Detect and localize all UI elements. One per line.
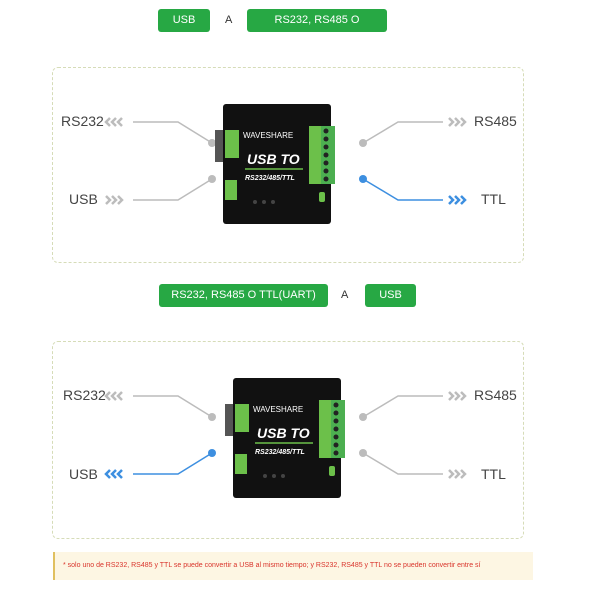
terminal-label (319, 400, 331, 458)
terminal-screw (323, 152, 329, 158)
connector-line (362, 178, 443, 201)
terminal-screw (323, 128, 329, 134)
serial-pill: RS232, RS485 O TTL(UART) (247, 9, 387, 49)
connector-line (133, 452, 213, 475)
led-indicator (272, 474, 276, 478)
connector-line (362, 395, 443, 418)
chevron-icon (110, 117, 117, 127)
rs232-label-plate (235, 404, 249, 432)
chevron-icon (448, 391, 455, 401)
diagram-usb-to-serial: RS232 USB RS485 TTL WAVESHARE USB TO RS232… (52, 67, 524, 263)
device-title: USB TO (257, 425, 310, 441)
switch (319, 192, 325, 202)
chevron-icon (117, 195, 124, 205)
rs232-label-plate (225, 130, 239, 158)
usb-label-plate (235, 454, 247, 474)
terminal-screw (323, 136, 329, 142)
chevron-icon (460, 117, 467, 127)
led-indicator (253, 200, 257, 204)
connector-dot (208, 413, 216, 421)
diagram-serial-to-usb: RS232 USB RS485 TTL WAVESHARE USB TO RS232… (52, 341, 524, 539)
connector-line (133, 395, 213, 418)
label-rs232: RS232 (61, 113, 104, 129)
usb-pill: USB (158, 9, 210, 32)
terminal-screw (323, 168, 329, 174)
label-ttl: TTL (481, 466, 506, 482)
connector-dot (359, 413, 367, 421)
chevron-icon (454, 469, 461, 479)
connector-dot (208, 175, 216, 183)
switch (329, 466, 335, 476)
connector-line (133, 178, 213, 201)
terminal-screw (333, 402, 339, 408)
connector-line (133, 121, 213, 144)
usb-pill: USB (365, 284, 416, 307)
connector-a: A (225, 14, 233, 26)
led-indicator (281, 474, 285, 478)
chevron-icon (104, 469, 111, 479)
connector-dot (208, 139, 216, 147)
chevron-icon (116, 391, 123, 401)
connector-dot (359, 449, 367, 457)
led-indicator (271, 200, 275, 204)
terminal-screw (333, 418, 339, 424)
terminal-screw (333, 426, 339, 432)
chevron-icon (104, 117, 111, 127)
usb-label-plate (225, 180, 237, 200)
device-subtitle: RS232/485/TTL (255, 449, 305, 456)
chevron-icon (116, 117, 123, 127)
chevron-icon (454, 391, 461, 401)
led-indicator (263, 474, 267, 478)
db9-port (215, 130, 223, 162)
device-brand: WAVESHARE (253, 405, 303, 414)
label-ttl: TTL (481, 191, 506, 207)
chevron-icon (104, 391, 111, 401)
label-rs485: RS485 (474, 113, 517, 129)
connector-line (362, 452, 443, 475)
label-usb: USB (69, 466, 98, 482)
chevron-icon (105, 195, 112, 205)
led-indicator (262, 200, 266, 204)
label-rs485: RS485 (474, 387, 517, 403)
connector-dot (208, 449, 216, 457)
chevron-icon (110, 469, 117, 479)
diagram-svg: WAVESHARE USB TO RS232/485/TTL (104, 378, 467, 498)
diagram-svg: WAVESHARE USB TO RS232/485/TTL (104, 104, 467, 224)
connector-line (362, 121, 443, 144)
device-body (223, 104, 331, 224)
label-rs232: RS232 (63, 387, 106, 403)
terminal-screw (333, 442, 339, 448)
chevron-icon (460, 391, 467, 401)
label-usb: USB (69, 191, 98, 207)
chevron-icon (448, 117, 455, 127)
terminal-label (309, 126, 321, 184)
chevron-icon (454, 195, 461, 205)
serial-pill: RS232, RS485 O TTL(UART) (159, 284, 328, 307)
device-title: USB TO (247, 151, 300, 167)
chevron-icon (460, 195, 467, 205)
chevron-icon (111, 195, 118, 205)
db9-port (225, 404, 233, 436)
chevron-icon (116, 469, 123, 479)
chevron-icon (448, 469, 455, 479)
terminal-screw (323, 144, 329, 150)
connector-dot (359, 175, 367, 183)
device-body (233, 378, 341, 498)
chevron-icon (448, 195, 455, 205)
conversion-note: * solo uno de RS232, RS485 y TTL se pued… (53, 552, 533, 580)
chevron-icon (460, 469, 467, 479)
terminal-screw (333, 450, 339, 456)
chevron-icon (454, 117, 461, 127)
connector-dot (359, 139, 367, 147)
terminal-screw (323, 160, 329, 166)
terminal-screw (333, 410, 339, 416)
connector-a: A (341, 289, 349, 301)
chevron-icon (110, 391, 117, 401)
terminal-screw (323, 176, 329, 182)
terminal-screw (333, 434, 339, 440)
device-subtitle: RS232/485/TTL (245, 175, 295, 182)
device-brand: WAVESHARE (243, 131, 293, 140)
